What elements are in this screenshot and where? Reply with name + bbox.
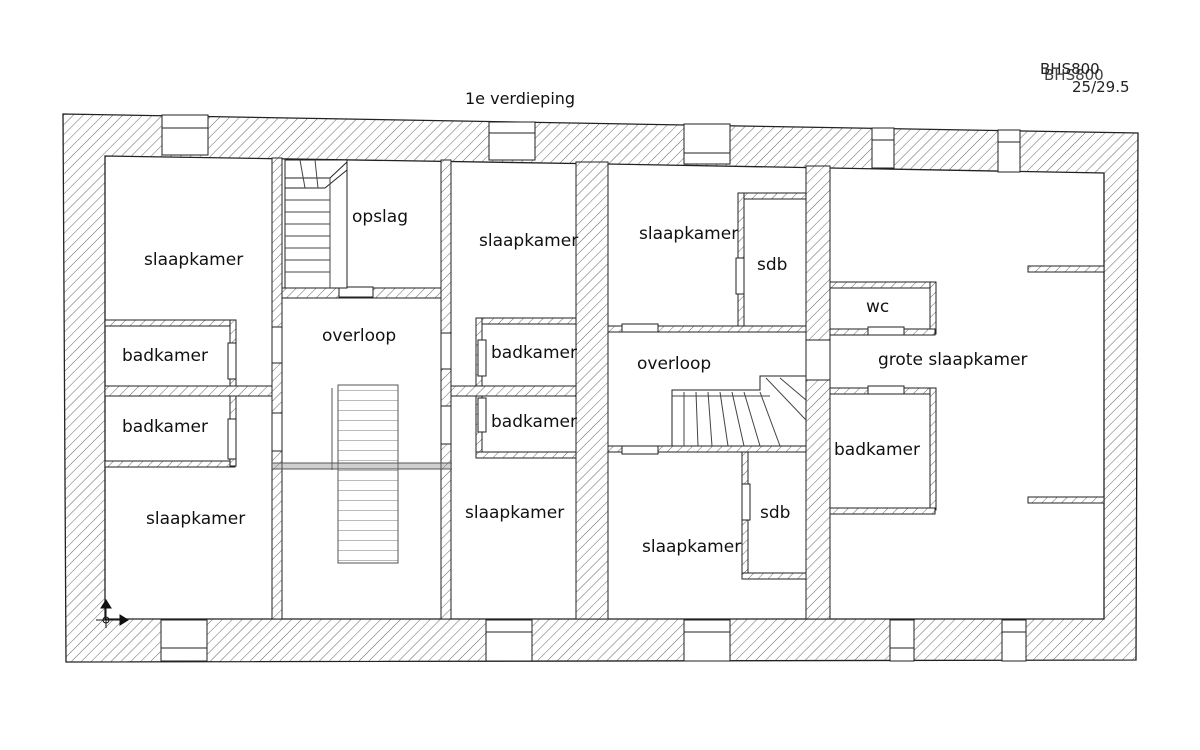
stamp-line-1: BHS800 [1040, 60, 1100, 78]
floor-title: 1e verdieping [465, 89, 575, 108]
room-label-slaapkamer-6: slaapkamer [642, 537, 741, 557]
room-label-badkamer-3: badkamer [122, 417, 208, 437]
windows [160, 114, 1027, 662]
room-label-sdb-2: sdb [760, 503, 790, 523]
room-label-slaapkamer-4: slaapkamer [146, 509, 245, 529]
stair-main [272, 384, 452, 564]
stamp-line-2: 25/29.5 [1072, 78, 1130, 96]
room-label-overloop-2: overloop [637, 354, 711, 374]
room-label-slaapkamer-1: slaapkamer [144, 250, 243, 270]
origin-marker [96, 599, 129, 628]
room-label-slaapkamer-5: slaapkamer [465, 503, 564, 523]
stair-overloop-2 [671, 375, 807, 447]
room-label-badkamer-1: badkamer [122, 346, 208, 366]
drawing-stamp: BHS800 BHS800 25/29.5 [1040, 60, 1130, 96]
room-label-slaapkamer-2: slaapkamer [479, 231, 578, 251]
room-label-overloop-1: overloop [322, 326, 396, 346]
room-label-grote-slaapkamer: grote slaapkamer [878, 350, 1028, 370]
room-label-opslag: opslag [352, 207, 408, 227]
room-label-wc: wc [866, 297, 889, 317]
room-label-sdb-1: sdb [757, 255, 787, 275]
room-label-badkamer-2: badkamer [491, 343, 577, 363]
room-label-slaapkamer-3: slaapkamer [639, 224, 738, 244]
doors [227, 257, 905, 521]
room-labels: slaapkamer opslag slaapkamer slaapkamer … [122, 207, 1028, 557]
stair-opslag [284, 159, 348, 289]
room-label-badkamer-5: badkamer [834, 440, 920, 460]
stamp-overprint: BHS800 [1044, 66, 1104, 84]
interior-walls [104, 157, 1105, 620]
room-label-badkamer-4: badkamer [491, 412, 577, 432]
